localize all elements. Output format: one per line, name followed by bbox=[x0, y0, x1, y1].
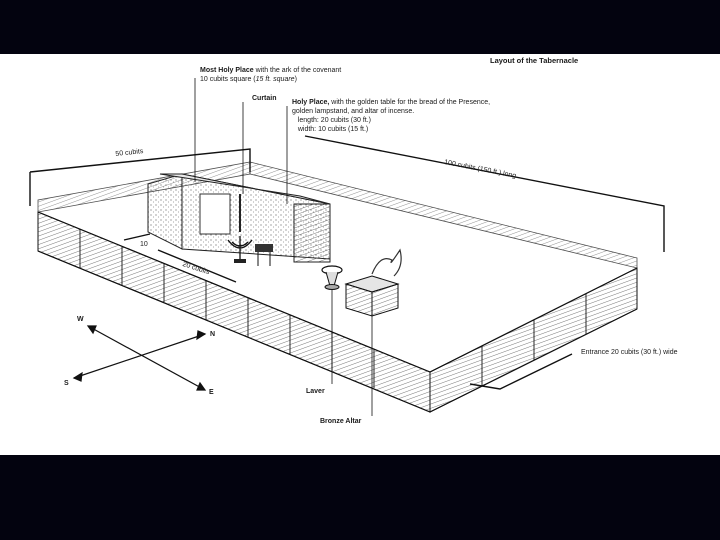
holy-place-desc: with the golden table for the bread of t… bbox=[329, 99, 491, 106]
bronze-altar-label: Bronze Altar bbox=[320, 417, 361, 426]
bronze-altar bbox=[344, 248, 402, 317]
most-holy-label: Most Holy Place with the ark of the cove… bbox=[200, 66, 341, 84]
compass-w: W bbox=[77, 316, 84, 323]
holy-place-width: width: 10 cubits (15 ft.) bbox=[297, 126, 369, 133]
diagram-title: Layout of the Tabernacle bbox=[490, 56, 579, 65]
holy-place-length: length: 20 cubits (30 ft.) bbox=[297, 117, 371, 124]
laver-text: Laver bbox=[306, 388, 325, 395]
curtain-text: Curtain bbox=[252, 95, 277, 102]
compass-e: E bbox=[209, 389, 214, 396]
holy-place-desc2: golden lampstand, and altar of incense. bbox=[292, 108, 415, 115]
compass-s: S bbox=[64, 380, 69, 387]
laver-label: Laver bbox=[306, 387, 325, 396]
diagram-slide: Layout of the Tabernacle Most Holy Place… bbox=[0, 54, 720, 455]
most-holy-size-a: 10 cubits square ( bbox=[200, 76, 256, 83]
leader-lines bbox=[194, 78, 373, 416]
dimension-lines bbox=[29, 135, 665, 390]
holy-place-label: Holy Place, with the golden table for th… bbox=[292, 98, 490, 134]
compass-n: N bbox=[210, 331, 216, 338]
most-holy-desc: with the ark of the covenant bbox=[253, 67, 342, 74]
dim-entrance: Entrance 20 cubits (30 ft.) wide bbox=[581, 349, 678, 356]
tabernacle-drawing bbox=[29, 78, 665, 416]
bronze-altar-text: Bronze Altar bbox=[320, 418, 362, 425]
tabernacle-tent bbox=[147, 173, 331, 266]
holy-place-name: Holy Place, bbox=[292, 99, 330, 106]
most-holy-size-c: ) bbox=[294, 76, 297, 83]
curtain-label: Curtain bbox=[252, 94, 277, 103]
laver bbox=[321, 265, 343, 290]
most-holy-name: Most Holy Place bbox=[200, 67, 254, 74]
most-holy-size-b: 15 ft. square bbox=[255, 76, 295, 83]
dim-10: 10 bbox=[140, 241, 148, 248]
compass-rose bbox=[72, 325, 207, 391]
